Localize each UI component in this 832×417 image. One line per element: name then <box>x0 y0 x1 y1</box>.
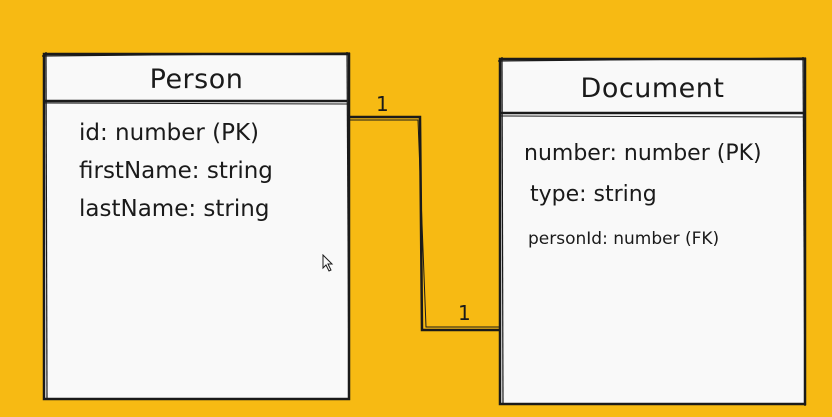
document-box-sketch-right <box>802 56 806 407</box>
document-field-personid: personId: number (FK) <box>528 229 720 249</box>
person-field-lastname: lastName: string <box>79 196 270 222</box>
pointer-arrow-icon <box>322 254 334 272</box>
person-field-firstname: firstName: string <box>79 158 273 184</box>
document-header-divider-sketch <box>500 115 805 118</box>
document-box-sketch-left <box>501 56 504 406</box>
connector-line <box>349 115 500 332</box>
document-field-number: number: number (PK) <box>524 141 762 166</box>
person-box-sketch-right <box>346 51 350 401</box>
cardinality-person-side: 1 <box>376 92 389 116</box>
document-field-type: type: string <box>530 182 657 207</box>
cardinality-document-side: 1 <box>458 301 471 325</box>
relationship-connector <box>349 115 500 332</box>
person-entity-title: Person <box>149 64 244 95</box>
person-box-sketch-left <box>45 51 48 401</box>
person-box <box>42 52 351 401</box>
document-entity-shape <box>497 56 807 407</box>
person-field-id: id: number (PK) <box>79 120 260 146</box>
person-entity: Person <box>44 54 349 399</box>
person-header-divider-sketch <box>44 102 349 105</box>
person-box-sketch-top <box>41 52 351 57</box>
document-entity: Document <box>500 59 805 404</box>
document-entity-title: Document <box>580 73 725 104</box>
person-entity-shape <box>41 51 351 401</box>
document-box-sketch-top <box>497 57 807 62</box>
connector-line-sketch <box>350 119 499 328</box>
